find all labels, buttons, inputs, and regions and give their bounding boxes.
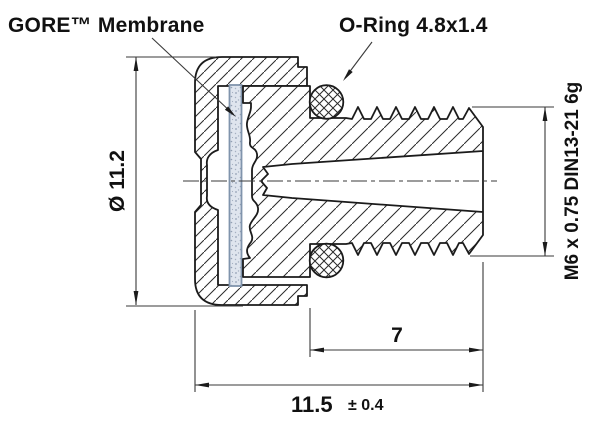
o-ring-top bbox=[308, 84, 345, 120]
vent-cap-section bbox=[194, 56, 308, 306]
leader-line bbox=[151, 37, 234, 115]
o-ring-top-section bbox=[308, 84, 345, 120]
arrowhead-left bbox=[195, 382, 209, 388]
o-ring-bottom-section bbox=[308, 242, 345, 279]
arrowhead-right bbox=[469, 347, 483, 353]
arrowhead-up bbox=[133, 57, 139, 71]
arrowhead-down bbox=[542, 242, 548, 256]
arrowhead-up bbox=[542, 107, 548, 121]
dimension-thread-length bbox=[309, 262, 484, 392]
dimension-thread-text: M6 x 0.75 DIN13-21 6g bbox=[562, 82, 583, 281]
dimension-overall-length bbox=[194, 310, 483, 392]
dimension-thread bbox=[470, 106, 554, 257]
membrane bbox=[228, 84, 243, 287]
leader-arrowhead bbox=[343, 69, 353, 81]
oring-label: O-Ring 4.8x1.4 bbox=[339, 14, 488, 37]
dimension-overall-tolerance-text: ± 0.4 bbox=[348, 397, 384, 414]
o-ring-bottom bbox=[308, 242, 345, 279]
dimension-diameter-text: Ø 11.2 bbox=[106, 150, 129, 212]
membrane-leader bbox=[151, 37, 236, 117]
cap-body-hatched bbox=[194, 56, 308, 306]
oring-leader bbox=[343, 41, 373, 81]
arrowhead-down bbox=[133, 291, 139, 305]
leader-arrowhead bbox=[224, 106, 236, 117]
membrane-strip bbox=[228, 84, 243, 287]
arrowhead-left bbox=[310, 347, 324, 353]
screw-body-hatched bbox=[242, 85, 484, 278]
dimension-diameter bbox=[126, 56, 243, 307]
dimension-thread-length-text: 7 bbox=[391, 324, 403, 347]
arrowhead-right bbox=[469, 382, 483, 388]
membrane-label: GORE™ Membrane bbox=[8, 14, 205, 37]
screw-body-section bbox=[242, 85, 484, 278]
dimension-overall-length-text: 11.5 bbox=[291, 392, 333, 417]
